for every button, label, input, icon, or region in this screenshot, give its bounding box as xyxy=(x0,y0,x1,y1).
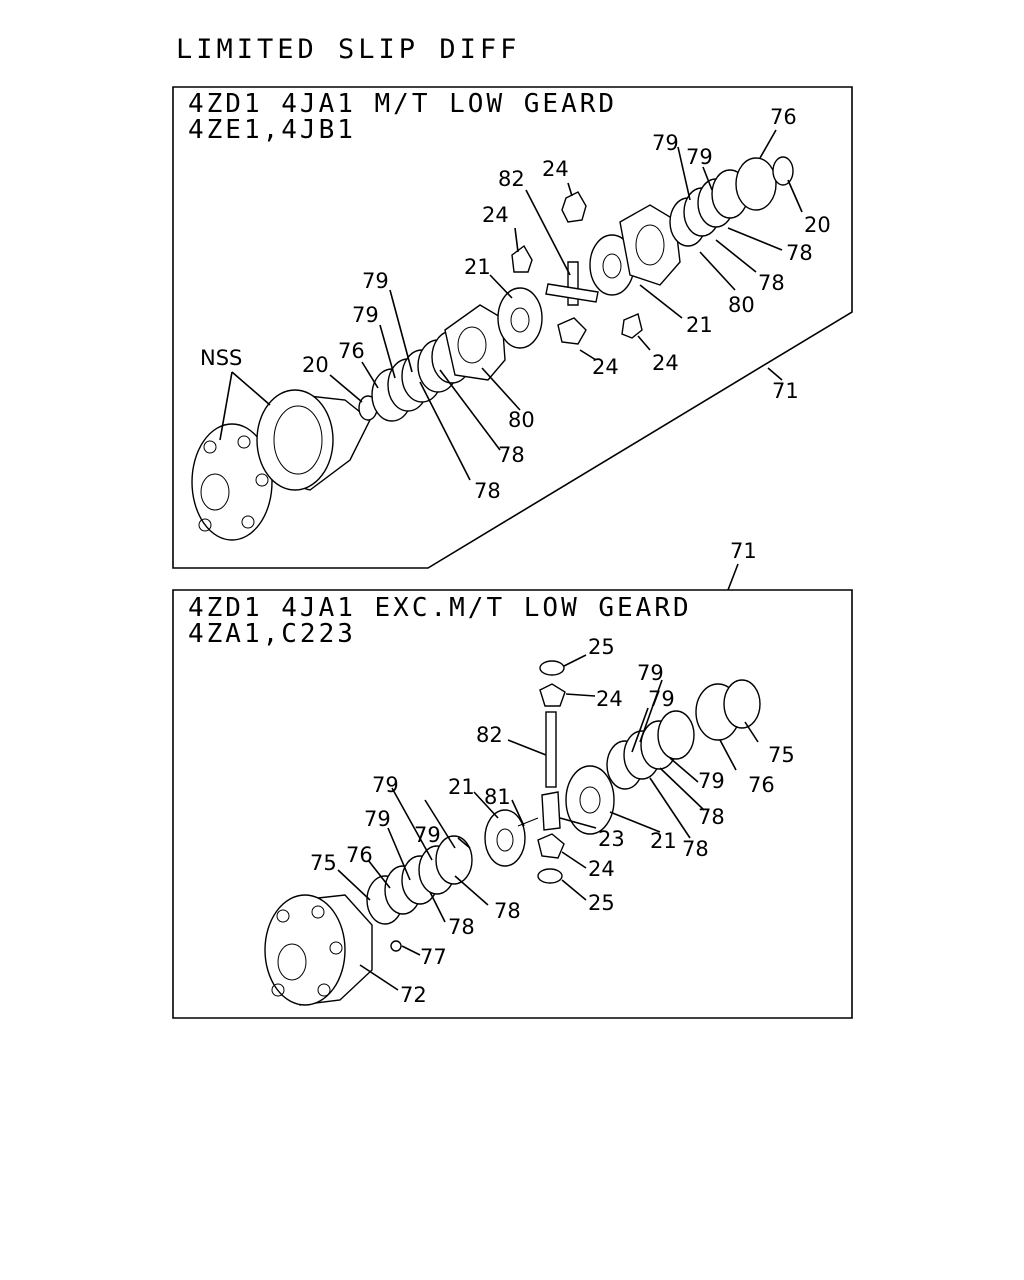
label-24: 24 xyxy=(542,157,569,181)
label-nss: NSS xyxy=(200,346,242,370)
label-77: 77 xyxy=(420,945,447,969)
bottom-right-plates xyxy=(606,679,761,790)
label-25: 25 xyxy=(588,635,615,659)
bottom-panel-header-line2: 4ZA1,C223 xyxy=(188,619,356,649)
label-78: 78 xyxy=(698,805,725,829)
label-23: 23 xyxy=(598,827,625,851)
label-76: 76 xyxy=(770,105,797,129)
label-21: 21 xyxy=(650,829,677,853)
top-right-plates xyxy=(669,156,794,247)
label-71-leader xyxy=(727,563,739,591)
top-pinions-and-shaft xyxy=(511,191,643,345)
page-title: LIMITED SLIP DIFF xyxy=(176,34,521,65)
top-side-gear-right xyxy=(589,234,635,296)
label-80: 80 xyxy=(728,293,755,317)
label-76: 76 xyxy=(748,773,775,797)
label-24: 24 xyxy=(588,857,615,881)
label-21: 21 xyxy=(448,775,475,799)
label-20: 20 xyxy=(302,353,329,377)
label-76: 76 xyxy=(338,339,365,363)
label-79: 79 xyxy=(637,661,664,685)
bottom-panel-frame xyxy=(172,589,853,1019)
bottom-left-plates xyxy=(366,835,473,925)
label-78: 78 xyxy=(498,443,525,467)
top-panel-frame xyxy=(172,86,853,569)
label-24: 24 xyxy=(482,203,509,227)
bottom-pinions-shaft-block xyxy=(537,660,566,884)
label-78: 78 xyxy=(474,479,501,503)
label-21: 21 xyxy=(464,255,491,279)
label-75: 75 xyxy=(768,743,795,767)
top-panel-header-line1: 4ZD1 4JA1 M/T LOW GEARD xyxy=(188,89,618,119)
top-pressure-ring-left xyxy=(444,304,506,381)
bottom-side-gear-right xyxy=(565,765,615,835)
bottom-panel-header-line1: 4ZD1 4JA1 EXC.M/T LOW GEARD xyxy=(188,593,692,623)
label-75: 75 xyxy=(310,851,337,875)
label-76: 76 xyxy=(346,843,373,867)
bottom-diff-case xyxy=(264,894,402,1006)
label-78: 78 xyxy=(448,915,475,939)
label-24: 24 xyxy=(596,687,623,711)
top-panel-header-line2: 4ZE1,4JB1 xyxy=(188,115,356,145)
label-78: 78 xyxy=(786,241,813,265)
top-part-labels: NSS 20 76 79 79 78 78 80 21 24 82 24 24 … xyxy=(200,105,831,503)
label-79: 79 xyxy=(364,807,391,831)
label-71: 71 xyxy=(772,379,799,403)
top-left-plates xyxy=(358,330,473,422)
label-78: 78 xyxy=(758,271,785,295)
top-pressure-ring-right xyxy=(619,204,681,286)
label-79: 79 xyxy=(648,687,675,711)
bottom-side-gear-left xyxy=(484,809,539,867)
label-79: 79 xyxy=(686,145,713,169)
label-20: 20 xyxy=(804,213,831,237)
label-24: 24 xyxy=(592,355,619,379)
top-side-gear-left xyxy=(497,287,543,349)
top-leader-lines xyxy=(219,129,803,481)
label-79: 79 xyxy=(698,769,725,793)
label-79: 79 xyxy=(362,269,389,293)
bottom-leader-lines xyxy=(337,654,759,991)
label-21: 21 xyxy=(686,313,713,337)
label-72: 72 xyxy=(400,983,427,1007)
label-78: 78 xyxy=(494,899,521,923)
label-78: 78 xyxy=(682,837,709,861)
label-79: 79 xyxy=(372,773,399,797)
label-82: 82 xyxy=(498,167,525,191)
label-80: 80 xyxy=(508,408,535,432)
bottom-part-labels: 25 79 24 79 82 75 79 76 78 79 21 81 79 2… xyxy=(310,635,795,1007)
label-79: 79 xyxy=(352,303,379,327)
label-82: 82 xyxy=(476,723,503,747)
label-79: 79 xyxy=(652,131,679,155)
label-79: 79 xyxy=(414,823,441,847)
label-81: 81 xyxy=(484,785,511,809)
label-71: 71 xyxy=(730,539,757,563)
label-24: 24 xyxy=(652,351,679,375)
label-25: 25 xyxy=(588,891,615,915)
top-diff-case xyxy=(191,389,371,541)
